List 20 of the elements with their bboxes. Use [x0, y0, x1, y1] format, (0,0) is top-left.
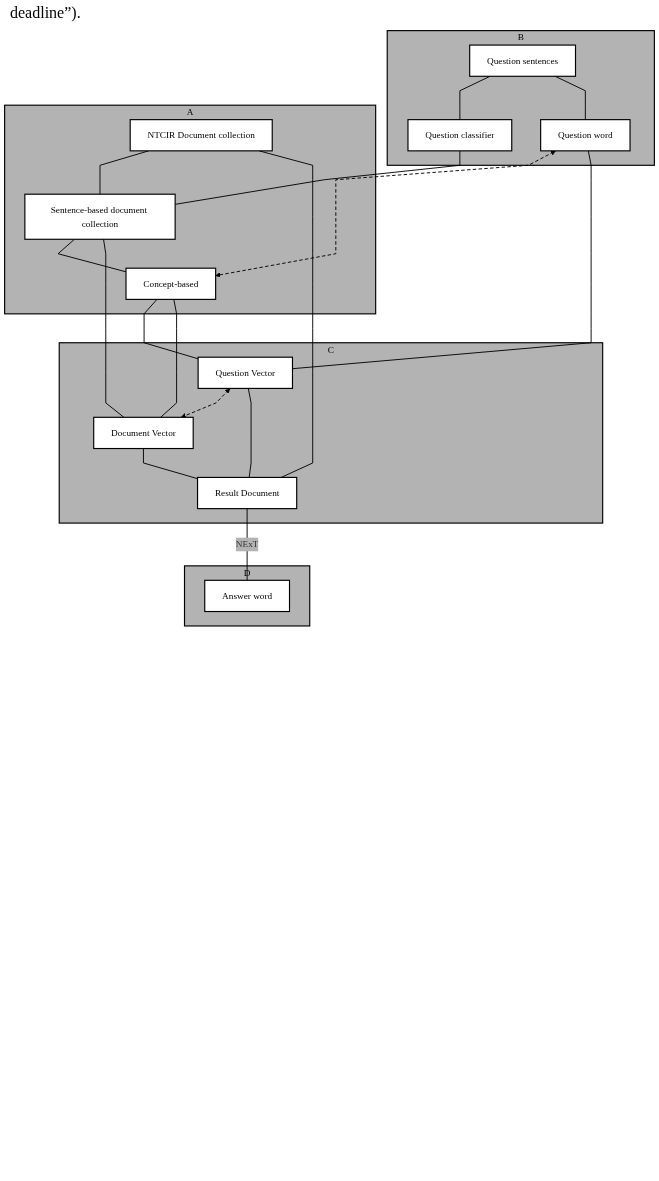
connector [57, 238, 127, 273]
connector [246, 508, 248, 581]
node-box: Result Document [196, 476, 298, 510]
connector [143, 298, 199, 360]
connector [247, 387, 252, 478]
node-box: Question word [540, 119, 631, 152]
edge-label: NExT [235, 539, 259, 550]
node-box: Question classifier [407, 119, 513, 152]
connector [103, 238, 125, 418]
node-box: Question sentences [469, 44, 577, 77]
node-box: Question Vector [197, 356, 294, 389]
node-box: Document Vector [93, 416, 194, 450]
connector [292, 150, 592, 370]
connector [160, 298, 178, 418]
node-box: NTCIR Document collection [129, 119, 273, 152]
connector [143, 448, 198, 480]
node-box: Answer word [204, 579, 291, 613]
text-fragment: deadline”). [10, 4, 82, 22]
node-box: Sentence-based document collection [24, 193, 176, 240]
node-box: Concept-based [125, 267, 217, 300]
